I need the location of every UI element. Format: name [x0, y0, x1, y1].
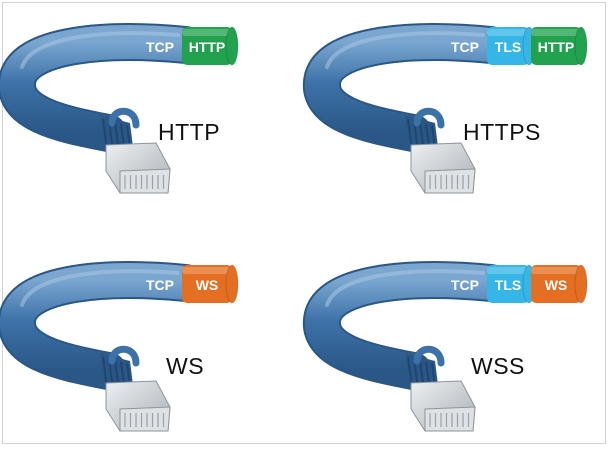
- cable-highlight: [325, 31, 485, 69]
- layer-label: TCP: [451, 277, 479, 293]
- panel-http: TCP HTTP HTTP: [0, 15, 308, 235]
- cable-body: [0, 263, 203, 388]
- protocol-title: HTTPS: [463, 119, 541, 145]
- panel-wss: TCP TLS WS WSS: [303, 253, 610, 473]
- layer-ws-segment: [182, 264, 239, 304]
- cable-illustration: TCP TLS WS: [303, 261, 588, 432]
- panel-https: TCP TLS HTTP HTTPS: [303, 15, 610, 235]
- layer-label: HTTP: [189, 39, 226, 55]
- protocol-title: WS: [166, 353, 205, 379]
- rj45-connector: [105, 142, 171, 194]
- cable-body: [0, 25, 203, 150]
- layer-label: TCP: [146, 277, 174, 293]
- cable-highlight: [20, 31, 180, 69]
- layer-http-segment: [182, 26, 239, 66]
- cable-illustration: TCP HTTP: [0, 23, 239, 194]
- protocol-title: WSS: [471, 353, 525, 379]
- layer-label: TCP: [451, 39, 479, 55]
- layer-label: WS: [545, 277, 568, 293]
- layer-label: TLS: [495, 39, 521, 55]
- cable-body: [305, 25, 508, 150]
- panel-ws: TCP WS WS: [0, 253, 308, 473]
- layer-label: TCP: [146, 39, 174, 55]
- layer-label: HTTP: [538, 39, 575, 55]
- rj45-connector: [410, 380, 476, 432]
- rj45-connector: [105, 380, 171, 432]
- cable-body: [305, 263, 508, 388]
- cable-illustration: TCP WS: [0, 261, 239, 432]
- layer-http-segment: [531, 26, 588, 66]
- rj45-connector: [410, 142, 476, 194]
- layer-ws-segment: [531, 264, 588, 304]
- layer-label: WS: [196, 277, 219, 293]
- layer-label: TLS: [495, 277, 521, 293]
- cable-highlight: [325, 269, 485, 307]
- protocol-title: HTTP: [158, 119, 221, 145]
- cable-illustration: TCP TLS HTTP: [303, 23, 588, 194]
- cable-highlight: [20, 269, 180, 307]
